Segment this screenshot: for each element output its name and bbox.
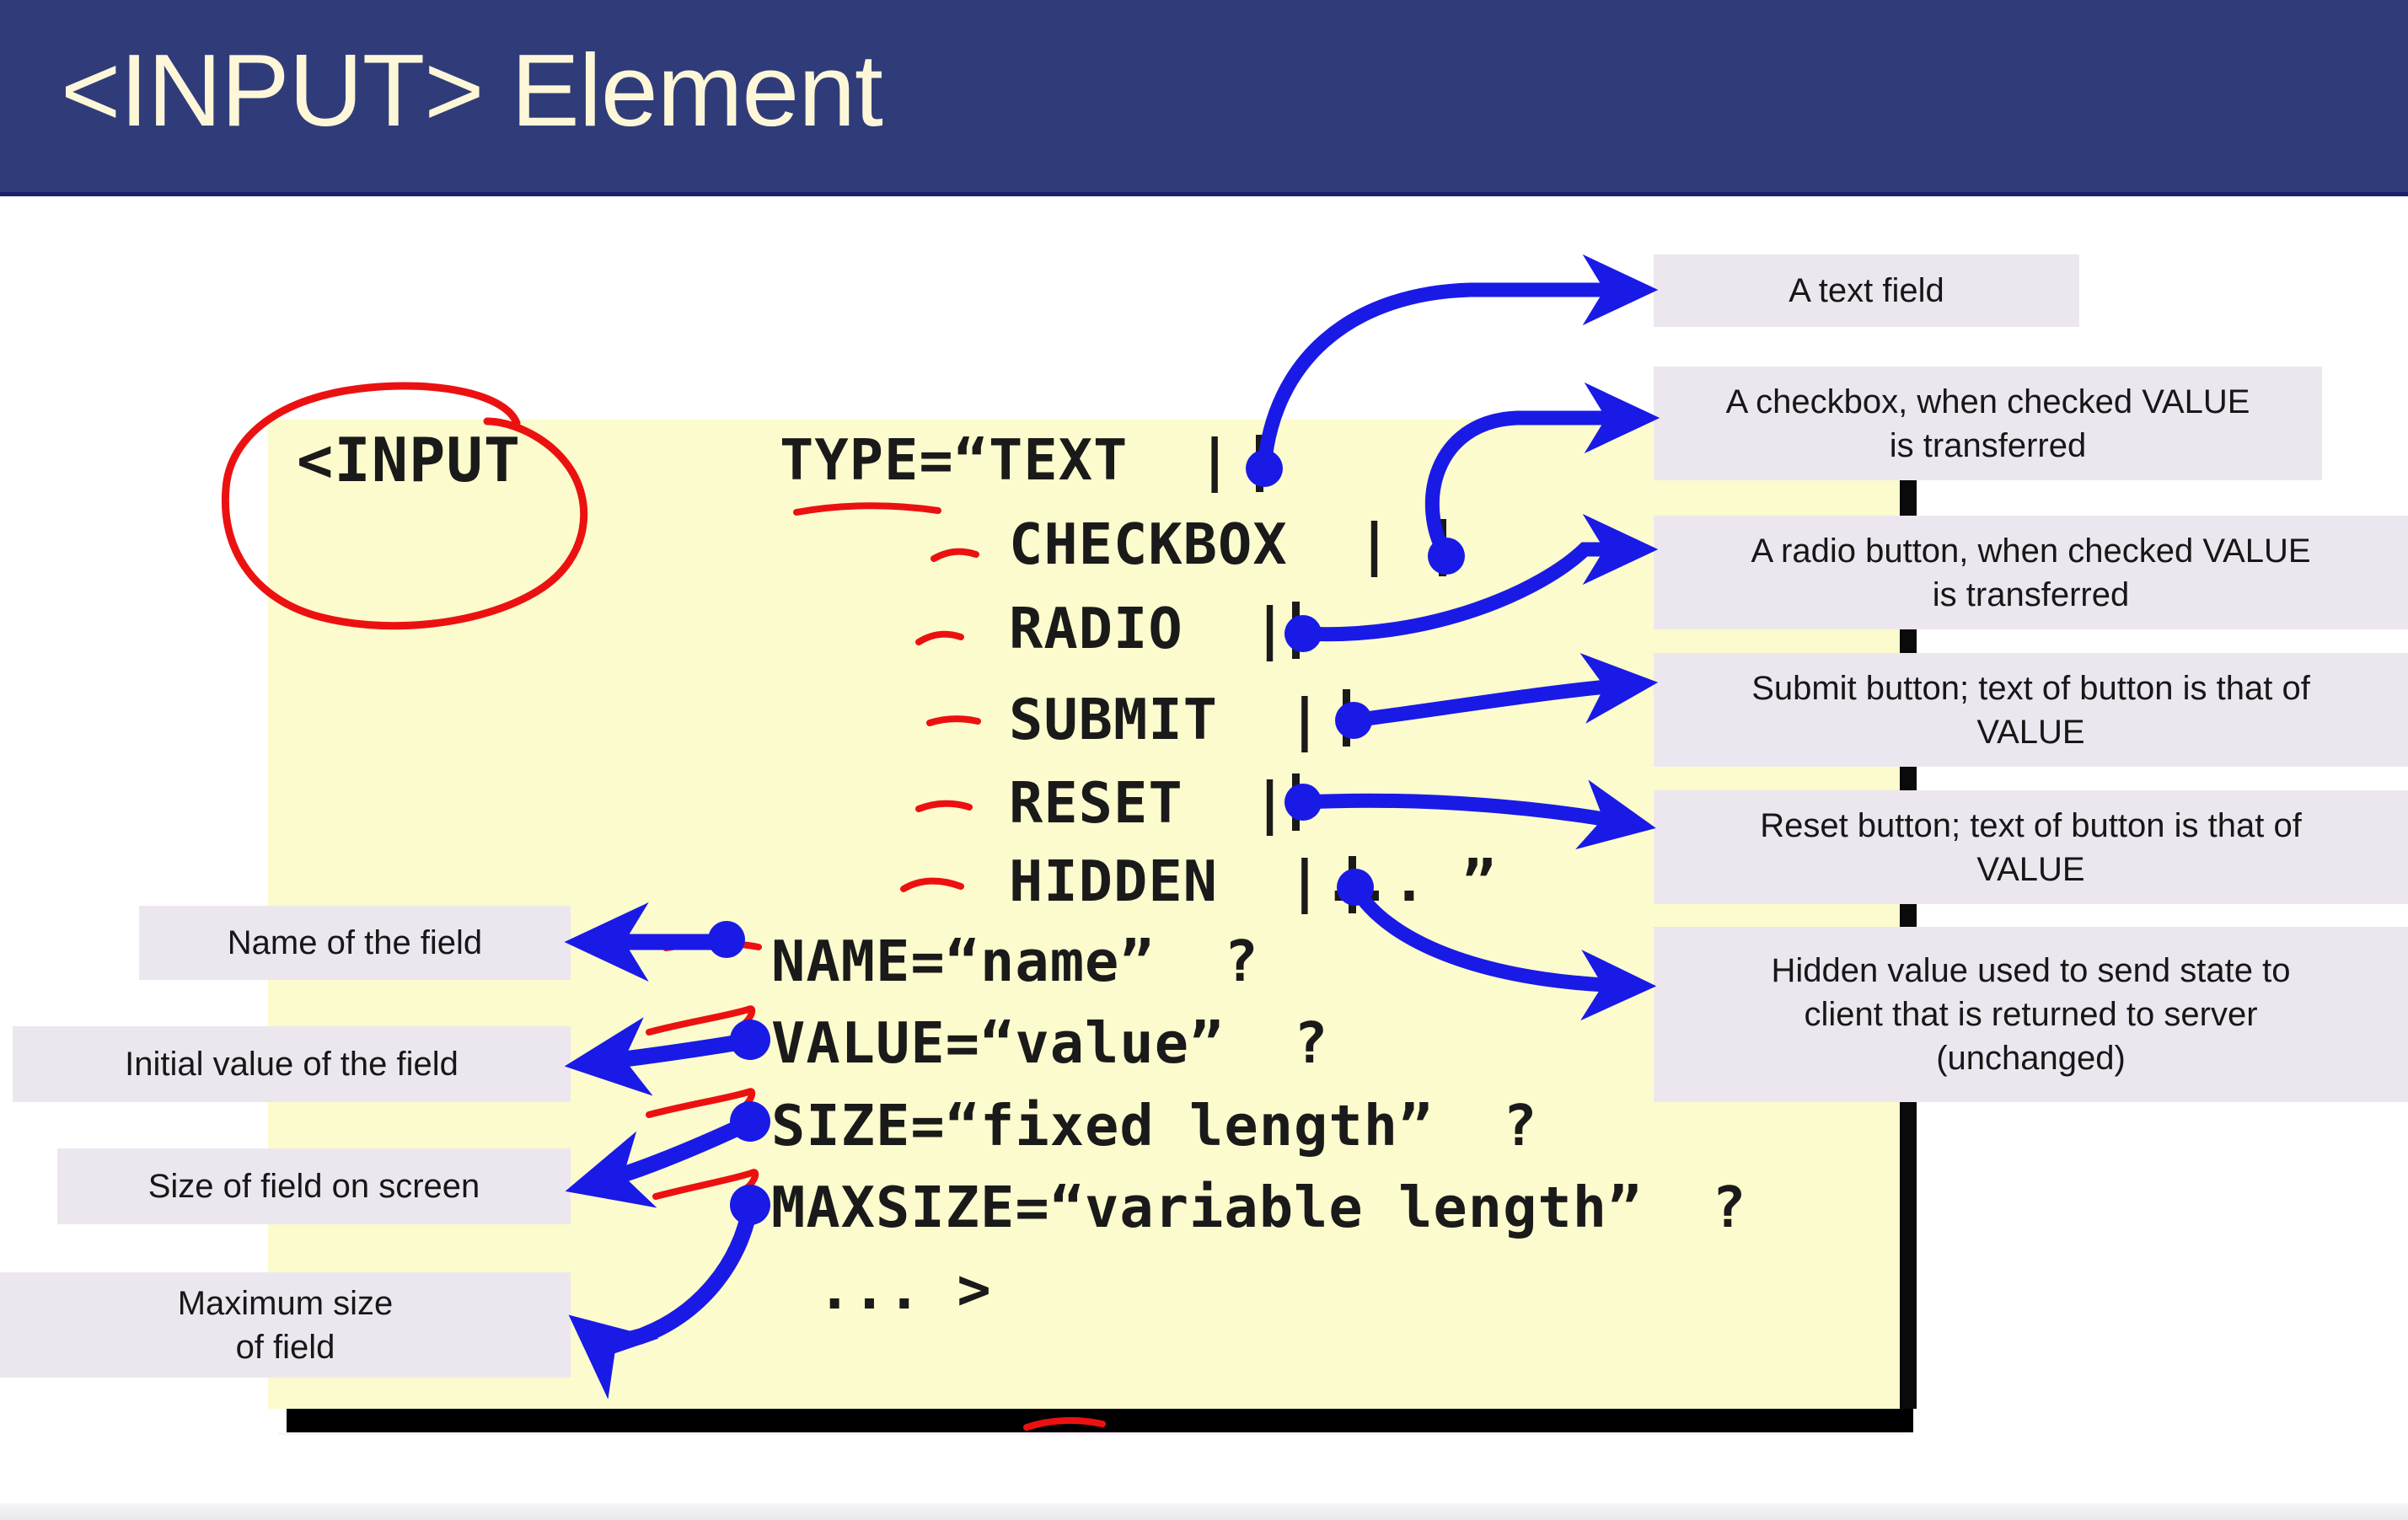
callout-submit: Submit button; text of button is that of… [1654, 653, 2408, 767]
callout-text-field: A text field [1654, 254, 2079, 327]
code-line-checkbox: CHECKBOX | [1009, 511, 1392, 577]
callout-hidden-line1: Hidden value used to send state to [1771, 952, 2291, 989]
callout-name: Name of the field [139, 906, 571, 980]
code-line-maxsize: MAXSIZE=“variable length” ? [771, 1175, 1747, 1240]
callout-reset-line1: Reset button; text of button is that of [1760, 806, 2302, 844]
callout-value: Initial value of the field [13, 1026, 571, 1102]
callout-checkbox-line2: is transferred [1889, 426, 2087, 464]
callout-value-line1: Initial value of the field [125, 1046, 459, 1083]
callout-size: Size of field on screen [57, 1148, 571, 1224]
code-line-reset: RESET | [1009, 770, 1288, 836]
callout-reset: Reset button; text of button is that of … [1654, 790, 2408, 904]
slide-title-accent-line [0, 192, 2408, 196]
code-line-size: SIZE=“fixed length” ? [771, 1093, 1538, 1159]
callout-radio-line2: is transferred [1932, 575, 2130, 613]
callout-size-line1: Size of field on screen [147, 1168, 480, 1205]
page-title: <INPUT> Element [61, 33, 883, 147]
panel-bottom-hairline [278, 1432, 1905, 1435]
code-line-radio: RADIO | [1009, 596, 1288, 661]
callout-maxsize-line1: Maximum size [177, 1284, 394, 1322]
callout-checkbox: A checkbox, when checked VALUE is transf… [1654, 367, 2322, 480]
callout-maxsize-line2: of field [235, 1328, 335, 1366]
code-line-type-text: TYPE=“TEXT | [780, 427, 1233, 493]
slide-title-bar [0, 0, 2408, 192]
callout-hidden-line2: client that is returned to server [1804, 996, 2258, 1033]
callout-name-line1: Name of the field [227, 924, 483, 961]
code-line-name: NAME=“name” ? [771, 929, 1259, 994]
callout-hidden-line3: (unchanged) [1936, 1040, 2126, 1077]
code-tag-open: <INPUT [297, 425, 522, 495]
code-line-submit: SUBMIT | [1009, 687, 1323, 752]
slide-bottom-band [0, 1503, 2408, 1520]
callout-hidden: Hidden value used to send state to clien… [1654, 927, 2408, 1102]
code-line-hidden: HIDDEN |... ” [1009, 848, 1497, 914]
callout-text-field-line1: A text field [1789, 272, 1944, 309]
callout-maxsize: Maximum size of field [0, 1272, 571, 1378]
callout-submit-line1: Submit button; text of button is that of [1751, 669, 2310, 707]
callout-radio-line1: A radio button, when checked VALUE [1751, 532, 2311, 570]
callout-submit-line2: VALUE [1976, 713, 2085, 751]
code-line-value: VALUE=“value” ? [771, 1010, 1329, 1076]
code-line-ellipsis-close: ... > [818, 1256, 992, 1322]
callout-checkbox-line1: A checkbox, when checked VALUE [1725, 383, 2250, 420]
callout-radio: A radio button, when checked VALUE is tr… [1654, 516, 2408, 629]
callout-reset-line2: VALUE [1976, 850, 2085, 888]
